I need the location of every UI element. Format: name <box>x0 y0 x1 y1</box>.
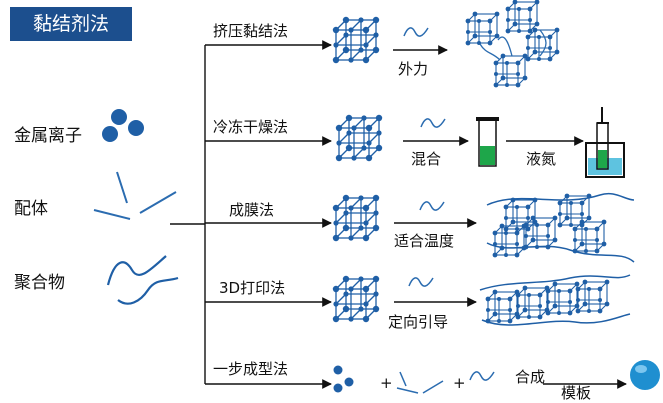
ligand-squiggle-icon <box>408 277 434 287</box>
mof-membrane-icon <box>486 192 635 263</box>
metal-ion-spheres-icon <box>102 109 144 142</box>
method-1-label: 挤压黏结法 <box>213 22 288 40</box>
method-5-label: 一步成型法 <box>213 360 288 378</box>
formed-sphere-icon <box>630 360 660 390</box>
printed-mof-structure-icon <box>479 274 631 326</box>
plus-sign: + <box>380 374 393 392</box>
method-5-step2: 模板 <box>561 384 591 402</box>
ligand-squiggle-icon <box>420 118 446 128</box>
ligand-squiggle-icon <box>403 27 429 37</box>
metal-ion-spheres-icon <box>333 365 354 393</box>
method-5-step1: 合成 <box>515 368 545 386</box>
mof-cube-icon <box>335 114 383 162</box>
ligand-squiggle-icon <box>469 371 495 381</box>
method-3-step1: 适合温度 <box>394 232 454 250</box>
liquid-nitrogen-container-icon <box>585 107 625 178</box>
polymer-chains-icon <box>106 255 179 305</box>
ligand-squiggle-icon <box>419 201 445 211</box>
ligand-sticks-icon <box>93 171 177 220</box>
polymer-label: 聚合物 <box>14 273 65 293</box>
method-1-step1: 外力 <box>398 60 428 78</box>
method-2-step2: 液氮 <box>526 150 556 168</box>
branch-connector <box>170 45 206 384</box>
method-3-label: 成膜法 <box>229 201 274 219</box>
branch-arrows <box>205 40 332 389</box>
method-2-step1: 混合 <box>411 150 441 168</box>
mof-cube-icon <box>332 16 380 64</box>
ligand-label: 配体 <box>14 199 48 219</box>
ligand-sticks-icon <box>396 371 444 394</box>
title-badge: 黏结剂法 <box>10 7 132 41</box>
test-tube-icon <box>476 117 499 167</box>
metal-ions-label: 金属离子 <box>14 126 82 146</box>
mof-cube-icon <box>332 275 380 323</box>
method-4-step1: 定向引导 <box>388 313 448 331</box>
bonded-mof-cluster-icon <box>465 0 560 88</box>
mof-cube-icon <box>332 194 380 242</box>
plus-sign: + <box>453 374 466 392</box>
method-2-label: 冷冻干燥法 <box>213 118 288 136</box>
method-4-label: 3D打印法 <box>219 279 285 297</box>
